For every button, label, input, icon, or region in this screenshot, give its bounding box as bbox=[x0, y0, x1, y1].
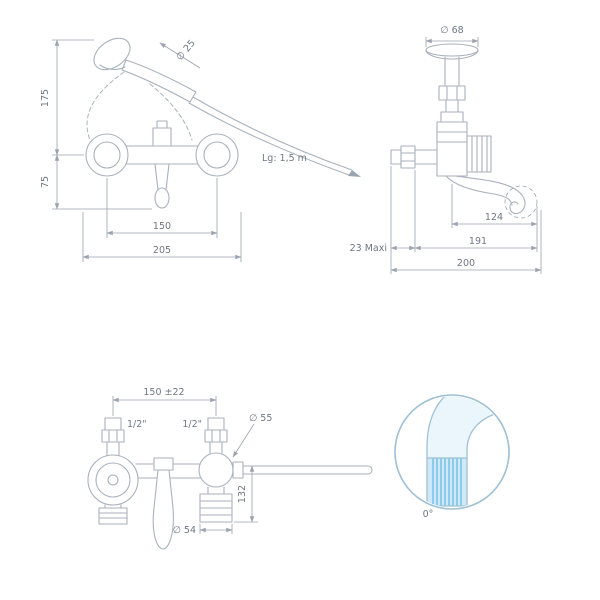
side-view: ∅ 68 124 23 Maxi 191 200 bbox=[350, 25, 542, 274]
spout bbox=[445, 175, 526, 215]
dim-spout-reach: 191 bbox=[414, 236, 538, 251]
mixer-body bbox=[85, 120, 239, 209]
label-inlet-left: 1/2" bbox=[127, 419, 147, 430]
wall-flange bbox=[425, 43, 479, 60]
dim-label-150: 150 bbox=[153, 221, 171, 232]
diverter-stem bbox=[154, 163, 170, 191]
wall-union bbox=[390, 145, 438, 169]
dim-flange-diameter: ∅ 68 bbox=[425, 25, 479, 47]
dim-label-diam55: ∅ 55 bbox=[249, 413, 272, 424]
hand-shower bbox=[93, 37, 197, 103]
pull-knob bbox=[154, 187, 170, 209]
dim-label-75: 75 bbox=[40, 176, 51, 188]
dim-label-200: 200 bbox=[457, 258, 475, 269]
dim-label-124: 124 bbox=[485, 212, 503, 223]
dim-label-150pm22: 150 ±22 bbox=[143, 387, 184, 398]
dim-label-175: 175 bbox=[40, 89, 51, 107]
shower-hose bbox=[188, 96, 361, 177]
front-view: 175 75 150 205 ∅ 25 Lg: 1,5 m bbox=[40, 37, 361, 262]
dim-overall-width: 205 bbox=[82, 212, 242, 262]
label-body-diameter: ∅ 55 bbox=[232, 413, 272, 458]
detail-marker-circle bbox=[504, 185, 538, 219]
dim-bottom-inlet-centers: 150 ±22 bbox=[112, 387, 217, 416]
supply-column bbox=[438, 56, 466, 123]
dim-body-height-132: 132 bbox=[234, 465, 258, 523]
dim-label-diam68: ∅ 68 bbox=[440, 25, 463, 36]
dim-inlet-centers: 150 bbox=[106, 178, 218, 238]
dim-label-diam54: ∅ 54 bbox=[173, 525, 196, 536]
dim-label-191: 191 bbox=[469, 236, 487, 247]
inlet-right bbox=[204, 417, 228, 454]
hose-stowed-outline bbox=[86, 71, 193, 141]
label-hose-length: Lg: 1,5 m bbox=[262, 153, 307, 164]
dim-body-height: 75 bbox=[40, 154, 152, 210]
dim-wall-depth: 23 Maxi bbox=[350, 166, 416, 274]
inlet-left bbox=[101, 417, 125, 457]
flow-straightener-stripes bbox=[432, 458, 462, 506]
label-flow-angle: 0° bbox=[423, 509, 434, 520]
dim-tip-offset: 124 bbox=[451, 184, 538, 252]
spout-section bbox=[426, 396, 499, 507]
mixer-valve bbox=[436, 121, 492, 177]
dim-overall-depth: 200 bbox=[390, 210, 542, 274]
label-inlet-right: 1/2" bbox=[182, 419, 202, 430]
detail-view: 0° bbox=[394, 394, 510, 520]
dim-label-23maxi: 23 Maxi bbox=[350, 243, 387, 254]
dim-outlet-diameter: ∅ 54 bbox=[173, 524, 233, 536]
detail-circle bbox=[394, 394, 510, 510]
dim-label-132: 132 bbox=[237, 485, 248, 503]
valve-right bbox=[198, 452, 373, 523]
dim-label-205: 205 bbox=[153, 245, 171, 256]
body-left bbox=[87, 454, 139, 525]
bottom-view: 150 ±22 1/2" 1/2" ∅ 55 132 ∅ 54 bbox=[87, 387, 373, 550]
outlet-left bbox=[98, 507, 128, 525]
lever-handle bbox=[152, 457, 174, 550]
outlet-pipe-end bbox=[367, 465, 373, 475]
